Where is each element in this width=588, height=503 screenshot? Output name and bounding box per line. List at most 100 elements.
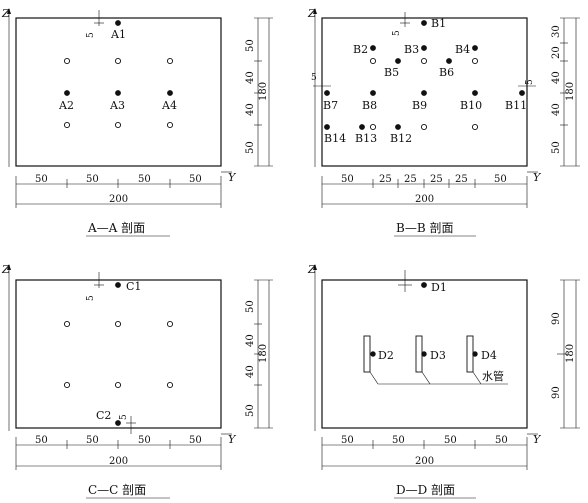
axis-y-label: Y bbox=[533, 171, 542, 184]
dim-y-2: 50 bbox=[86, 435, 99, 446]
dim-z-1: 90 bbox=[551, 312, 562, 325]
measuring-point-a1 bbox=[115, 20, 121, 26]
right-dimension-chain bbox=[254, 17, 273, 167]
point-label-b13: B13 bbox=[355, 132, 377, 145]
dim-y-4: 50 bbox=[189, 435, 202, 446]
axis-z-label: Z bbox=[307, 7, 316, 20]
point-label-b14: B14 bbox=[324, 132, 346, 145]
point-label-d1: D1 bbox=[431, 281, 447, 294]
open-point bbox=[471, 57, 479, 65]
measuring-point-a4 bbox=[167, 90, 173, 96]
point-label-b6: B6 bbox=[439, 66, 454, 79]
measuring-point-c2 bbox=[115, 420, 121, 426]
axis-z-label: Z bbox=[307, 263, 316, 276]
open-point bbox=[166, 381, 174, 389]
dim-y-total: 200 bbox=[415, 456, 434, 467]
measuring-point-d3 bbox=[421, 351, 427, 357]
dim-y-3: 50 bbox=[444, 435, 457, 446]
dim-z-4: 50 bbox=[245, 404, 256, 417]
measuring-point-b2 bbox=[370, 45, 376, 51]
dim-y-1: 50 bbox=[35, 174, 48, 185]
water-pipe bbox=[415, 335, 423, 373]
dim-z-2: 40 bbox=[245, 334, 256, 347]
measuring-point-c1 bbox=[115, 282, 121, 288]
dim-right-offset: 5 bbox=[525, 79, 535, 85]
measuring-point-b14 bbox=[324, 124, 330, 130]
panel-c: Z 5 C1 C2 5 50 bbox=[1, 263, 273, 499]
open-point bbox=[63, 320, 71, 328]
point-label-b5: B5 bbox=[384, 66, 399, 79]
point-label-b7: B7 bbox=[323, 99, 338, 112]
point-label-b4: B4 bbox=[455, 43, 470, 56]
measuring-point-b7 bbox=[324, 90, 330, 96]
dim-y-4: 50 bbox=[189, 174, 202, 185]
dim-y-4: 25 bbox=[430, 174, 443, 185]
caption-a: A—A 剖面 bbox=[87, 221, 145, 235]
dim-z-total: 180 bbox=[565, 82, 576, 101]
bottom-dimension-chain bbox=[321, 176, 528, 208]
measuring-point-b1 bbox=[421, 20, 427, 26]
z-axis-arrow-icon bbox=[313, 8, 317, 14]
section-boundary bbox=[15, 17, 222, 167]
measuring-point-b13 bbox=[359, 124, 365, 130]
dim-top-offset: 5 bbox=[86, 32, 96, 38]
dim-y-1: 50 bbox=[341, 435, 354, 446]
axis-y-label: Y bbox=[533, 433, 542, 446]
dim-z-3: 40 bbox=[245, 365, 256, 378]
panel-d: Z D1 D2 D3 D4 水管 90 bbox=[307, 263, 580, 499]
bottom-dimension-chain bbox=[15, 437, 222, 470]
dim-z-total: 180 bbox=[258, 344, 269, 363]
pipe-leader-line bbox=[472, 371, 482, 385]
point-label-a3: A3 bbox=[109, 99, 125, 112]
point-label-b10: B10 bbox=[460, 99, 482, 112]
section-boundary bbox=[321, 279, 528, 429]
point-label-d3: D3 bbox=[430, 349, 446, 362]
open-point bbox=[166, 57, 174, 65]
dim-z-5: 50 bbox=[551, 141, 562, 154]
open-point bbox=[420, 123, 428, 131]
right-dimension-chain bbox=[557, 279, 580, 429]
open-point bbox=[166, 320, 174, 328]
z-axis-arrow-icon bbox=[7, 264, 11, 270]
dim-y-2: 50 bbox=[86, 174, 99, 185]
open-point bbox=[114, 57, 122, 65]
dim-z-3: 40 bbox=[551, 71, 562, 84]
open-point bbox=[63, 57, 71, 65]
dim-y-total: 200 bbox=[109, 194, 128, 205]
measuring-point-b5 bbox=[395, 58, 401, 64]
point-label-b2: B2 bbox=[353, 43, 368, 56]
point-label-b9: B9 bbox=[412, 99, 427, 112]
dim-y-5: 25 bbox=[455, 174, 468, 185]
dim-z-1: 50 bbox=[245, 300, 256, 313]
z-axis-arrow-icon bbox=[7, 8, 11, 14]
dim-y-3: 50 bbox=[138, 435, 151, 446]
dim-y-2: 50 bbox=[392, 435, 405, 446]
measuring-point-b8 bbox=[370, 90, 376, 96]
dim-z-2: 40 bbox=[245, 71, 256, 84]
z-axis-arrow-icon bbox=[313, 264, 317, 270]
measuring-point-b11 bbox=[519, 90, 525, 96]
dim-z-2: 20 bbox=[551, 46, 562, 59]
section-boundary bbox=[321, 17, 528, 167]
axis-z-label: Z bbox=[1, 7, 10, 20]
dim-z-4: 40 bbox=[551, 103, 562, 116]
open-point bbox=[114, 121, 122, 129]
measuring-point-a2 bbox=[64, 90, 70, 96]
measuring-point-d4 bbox=[472, 351, 478, 357]
dim-y-total: 200 bbox=[109, 456, 128, 467]
pipe-leader-line bbox=[421, 371, 431, 385]
dim-bottom-offset: 5 bbox=[119, 414, 129, 420]
axis-y-label: Y bbox=[228, 171, 237, 184]
axis-y-label: Y bbox=[228, 433, 237, 446]
axis-z-label: Z bbox=[1, 263, 10, 276]
point-label-b3: B3 bbox=[404, 43, 419, 56]
open-point bbox=[63, 381, 71, 389]
measuring-point-a3 bbox=[115, 90, 121, 96]
caption-d: D—D 剖面 bbox=[396, 483, 455, 497]
right-dimension-chain bbox=[254, 279, 273, 429]
open-point bbox=[471, 123, 479, 131]
section-boundary bbox=[15, 279, 222, 429]
dim-z-2: 90 bbox=[551, 386, 562, 399]
dim-z-1: 30 bbox=[551, 25, 562, 38]
point-label-d2: D2 bbox=[378, 349, 394, 362]
